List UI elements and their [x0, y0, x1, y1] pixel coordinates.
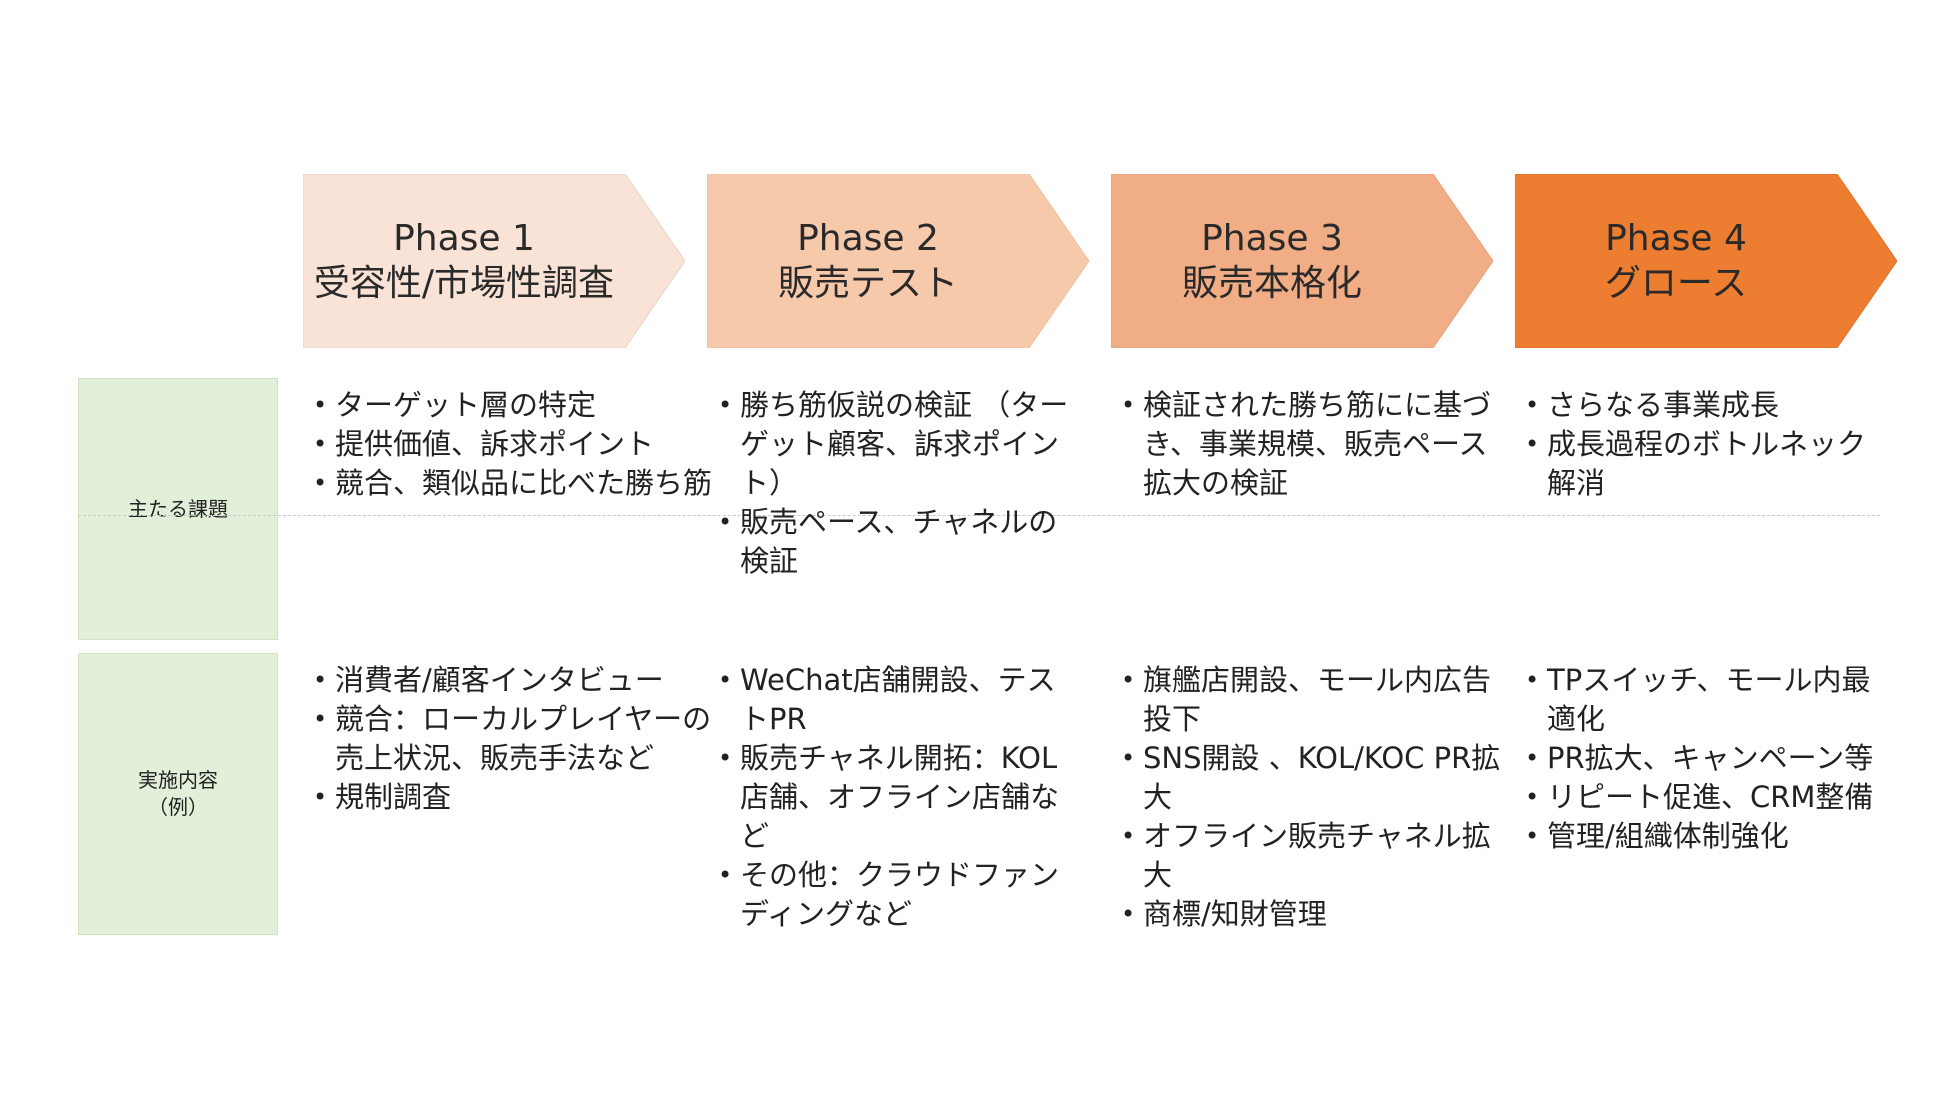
list-item: PR拡大、キャンペーン等 [1525, 739, 1895, 778]
list-item: 成長過程のボトルネック解消 [1525, 425, 1885, 503]
list-item: さらなる事業成長 [1525, 386, 1885, 425]
list-item: その他：クラウドファンディングなど [718, 856, 1080, 934]
actions-phase-2: WeChat店舗開設、テストPR 販売チャネル開拓：KOL店舗、オフライン店舗な… [718, 661, 1080, 934]
list-item: 商標/知財管理 [1121, 895, 1501, 934]
actions-phase-4: TPスイッチ、モール内最適化 PR拡大、キャンペーン等 リピート促進、CRM整備… [1525, 661, 1895, 856]
phase-3-arrow-shape [1111, 174, 1493, 348]
list-item: 販売ペース、チャネルの検証 [718, 503, 1080, 581]
phase-4-chevron: Phase 4 グロース [1515, 174, 1897, 348]
issues-phase-2: 勝ち筋仮説の検証 （ターゲット顧客、訴求ポイント） 販売ペース、チャネルの検証 [718, 386, 1080, 581]
row-label-issues-text: 主たる課題 [128, 496, 228, 521]
list-item: ターゲット層の特定 [313, 386, 733, 425]
issues-list-2: 勝ち筋仮説の検証 （ターゲット顧客、訴求ポイント） 販売ペース、チャネルの検証 [718, 386, 1080, 581]
list-item: 旗艦店開設、モール内広告投下 [1121, 661, 1501, 739]
issues-list-4: さらなる事業成長 成長過程のボトルネック解消 [1525, 386, 1885, 503]
list-item: 販売チャネル開拓：KOL店舗、オフライン店舗など [718, 739, 1080, 856]
phase-1-chevron: Phase 1 受容性/市場性調査 [303, 174, 685, 348]
list-item: 提供価値、訴求ポイント [313, 425, 733, 464]
phase-3-chevron: Phase 3 販売本格化 [1111, 174, 1493, 348]
phase-4-arrow-shape [1515, 174, 1897, 348]
phase-2-chevron: Phase 2 販売テスト [707, 174, 1089, 348]
list-item: オフライン販売チャネル拡大 [1121, 817, 1501, 895]
issues-list-1: ターゲット層の特定 提供価値、訴求ポイント 競合、類似品に比べた勝ち筋 [313, 386, 733, 503]
phase-1-subtitle: 受容性/市場性調査 [313, 263, 615, 304]
phase-1-arrow-shape [303, 174, 685, 348]
list-item: 管理/組織体制強化 [1525, 817, 1895, 856]
phase-3-subtitle: 販売本格化 [1181, 263, 1362, 304]
list-item: 競合：ローカルプレイヤーの売上状況、販売手法など [313, 700, 733, 778]
issues-phase-3: 検証された勝ち筋にに基づき、事業規模、販売ペース拡大の検証 [1121, 386, 1499, 503]
list-item: 検証された勝ち筋にに基づき、事業規模、販売ペース拡大の検証 [1121, 386, 1499, 503]
issues-phase-4: さらなる事業成長 成長過程のボトルネック解消 [1525, 386, 1885, 503]
list-item: SNS開設 、KOL/KOC PR拡大 [1121, 739, 1501, 817]
row-label-issues: 主たる課題 [78, 378, 278, 640]
actions-list-2: WeChat店舗開設、テストPR 販売チャネル開拓：KOL店舗、オフライン店舗な… [718, 661, 1080, 934]
phase-2-subtitle: 販売テスト [777, 263, 958, 304]
list-item: 勝ち筋仮説の検証 （ターゲット顧客、訴求ポイント） [718, 386, 1080, 503]
actions-phase-3: 旗艦店開設、モール内広告投下 SNS開設 、KOL/KOC PR拡大 オフライン… [1121, 661, 1501, 934]
list-item: WeChat店舗開設、テストPR [718, 661, 1080, 739]
row-label-actions-line2: （例） [148, 795, 208, 819]
actions-list-3: 旗艦店開設、モール内広告投下 SNS開設 、KOL/KOC PR拡大 オフライン… [1121, 661, 1501, 934]
phase-1-title: Phase 1 [393, 218, 535, 259]
list-item: 規制調査 [313, 778, 733, 817]
phase-3-title: Phase 3 [1201, 218, 1343, 259]
row-label-actions-line1: 実施内容 [138, 768, 218, 792]
list-item: 競合、類似品に比べた勝ち筋 [313, 464, 733, 503]
phase-4-title: Phase 4 [1605, 218, 1747, 259]
actions-list-1: 消費者/顧客インタビュー 競合：ローカルプレイヤーの売上状況、販売手法など 規制… [313, 661, 733, 817]
phase-4-subtitle: グロース [1604, 263, 1748, 304]
phase-2-title: Phase 2 [797, 218, 939, 259]
phase-2-arrow-shape [707, 174, 1089, 348]
list-item: TPスイッチ、モール内最適化 [1525, 661, 1895, 739]
actions-list-4: TPスイッチ、モール内最適化 PR拡大、キャンペーン等 リピート促進、CRM整備… [1525, 661, 1895, 856]
issues-phase-1: ターゲット層の特定 提供価値、訴求ポイント 競合、類似品に比べた勝ち筋 [313, 386, 733, 503]
issues-list-3: 検証された勝ち筋にに基づき、事業規模、販売ペース拡大の検証 [1121, 386, 1499, 503]
list-item: 消費者/顧客インタビュー [313, 661, 733, 700]
row-label-actions: 実施内容 （例） [78, 653, 278, 935]
actions-phase-1: 消費者/顧客インタビュー 競合：ローカルプレイヤーの売上状況、販売手法など 規制… [313, 661, 733, 817]
list-item: リピート促進、CRM整備 [1525, 778, 1895, 817]
